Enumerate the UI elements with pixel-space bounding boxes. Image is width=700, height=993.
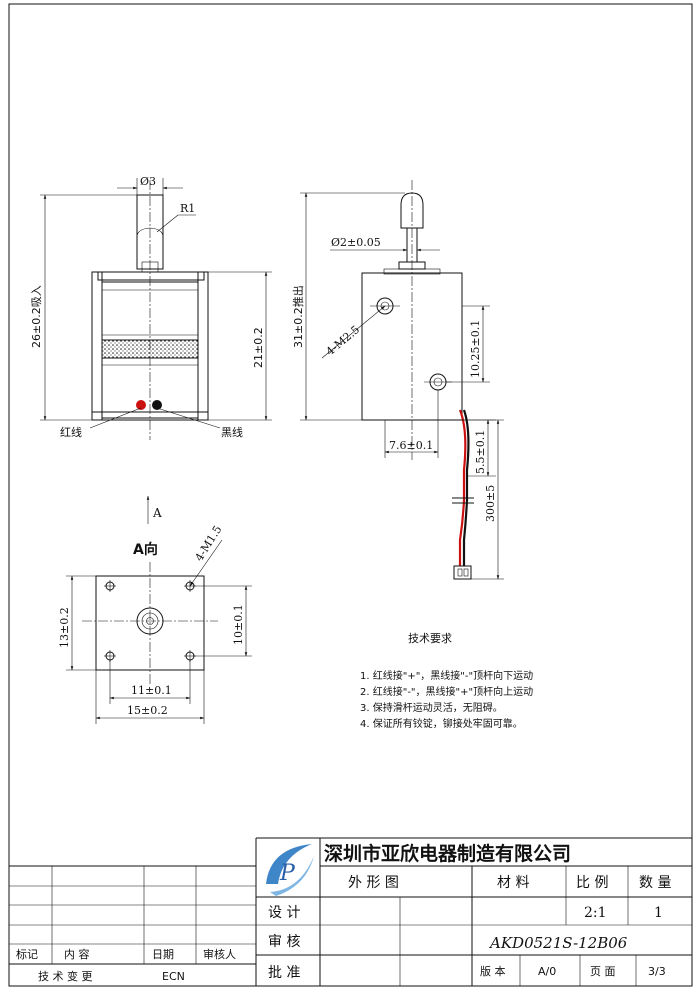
rev-footer-right: ECN xyxy=(162,970,185,983)
black-wire-label: 黑线 xyxy=(221,425,243,439)
side-dia-label: Ø2±0.05 xyxy=(331,236,381,249)
version-label: 版 本 xyxy=(480,964,506,978)
bottom-height-label: 13±0.2 xyxy=(58,607,71,648)
notes-title: 技术要求 xyxy=(408,632,452,645)
side-view: Ø2±0.05 31±0.2推出 4-M2.5 10.25±0.1 7.6±0.… xyxy=(291,180,504,580)
side-wire-exit-label: 5.5±0.1 xyxy=(474,430,487,474)
side-wire-len-label: 300±5 xyxy=(484,485,497,522)
revision-block: 标记 内 容 日期 审核人 技 术 变 更 ECN xyxy=(9,838,257,986)
side-hole-pos-label: 10.25±0.1 xyxy=(469,320,482,378)
technical-notes: 技术要求 1. 红线接"+"，黑线接"-"顶杆向下运动 2. 红线接"-"，黑线… xyxy=(360,632,533,730)
drawing-name: 外 形 图 xyxy=(348,875,399,891)
view-arrow-label: A xyxy=(152,506,162,520)
side-offset-label: 7.6±0.1 xyxy=(389,439,433,452)
rev-col-content: 内 容 xyxy=(64,947,90,961)
front-frame-left xyxy=(91,271,103,421)
side-thread-label: 4-M2.5 xyxy=(324,323,363,358)
wire-connector xyxy=(453,565,472,580)
page-value: 3/3 xyxy=(648,965,666,978)
red-wire-label: 红线 xyxy=(60,425,82,439)
black-wire-terminal xyxy=(152,400,162,410)
note-item-1: 1. 红线接"+"，黑线接"-"顶杆向下运动 xyxy=(360,669,533,682)
front-frame-right xyxy=(197,271,209,421)
approve-label: 批 准 xyxy=(268,965,300,981)
front-height-total-label: 26±0.2吸入 xyxy=(30,285,43,348)
bottom-hole-width-label: 11±0.1 xyxy=(131,684,172,697)
design-label: 设 计 xyxy=(268,905,300,921)
front-dia-label: Ø3 xyxy=(140,175,156,188)
rev-col-reviewer: 审核人 xyxy=(203,947,236,961)
bottom-view: A A向 4-M1.5 13±0.2 10±0.1 xyxy=(58,495,252,724)
view-title: A向 xyxy=(133,541,158,558)
logo-letter: P xyxy=(279,861,296,886)
part-number: AKD0521S-12B06 xyxy=(488,934,628,952)
rev-col-mark: 标记 xyxy=(16,947,38,961)
version-value: A/0 xyxy=(538,965,556,978)
company-name: 深圳市亚欣电器制造有限公司 xyxy=(324,842,571,865)
review-label: 审 核 xyxy=(268,934,300,950)
front-view: 红线 黑线 Ø3 R1 26±0.2吸入 21±0.2 xyxy=(30,175,272,440)
bottom-hole-height-label: 10±0.1 xyxy=(232,604,245,645)
rev-footer-left: 技 术 变 更 xyxy=(38,969,93,983)
title-block: P 深圳市亚欣电器制造有限公司 外 形 图 材 料 比 例 数 量 设 计 审 … xyxy=(256,837,692,986)
red-wire-terminal xyxy=(136,400,146,410)
qty-header: 数 量 xyxy=(639,875,671,891)
scale-header: 比 例 xyxy=(576,875,608,891)
side-red-wire xyxy=(458,409,467,566)
page-label: 页 面 xyxy=(590,965,616,978)
qty-value: 1 xyxy=(654,905,663,921)
note-item-4: 4. 保证所有铰锭，铆接处牢固可靠。 xyxy=(360,717,523,730)
scale-value: 2:1 xyxy=(584,905,607,921)
side-height-label: 31±0.2推出 xyxy=(291,285,305,348)
note-item-3: 3. 保持滑杆运动灵活，无阻碍。 xyxy=(360,701,503,714)
side-black-wire xyxy=(462,409,470,566)
bottom-width-label: 15±0.2 xyxy=(127,704,168,717)
front-height-body-label: 21±0.2 xyxy=(252,327,265,368)
note-item-2: 2. 红线接"-"，黑线接"+"顶杆向上运动 xyxy=(360,685,533,698)
front-top-plate xyxy=(97,271,205,281)
bottom-center-boss xyxy=(136,607,164,635)
sheet-border xyxy=(8,3,693,987)
front-radius-label: R1 xyxy=(180,202,195,215)
company-logo: P xyxy=(266,844,314,896)
rev-col-date: 日期 xyxy=(152,948,174,961)
material-header: 材 料 xyxy=(497,875,529,891)
